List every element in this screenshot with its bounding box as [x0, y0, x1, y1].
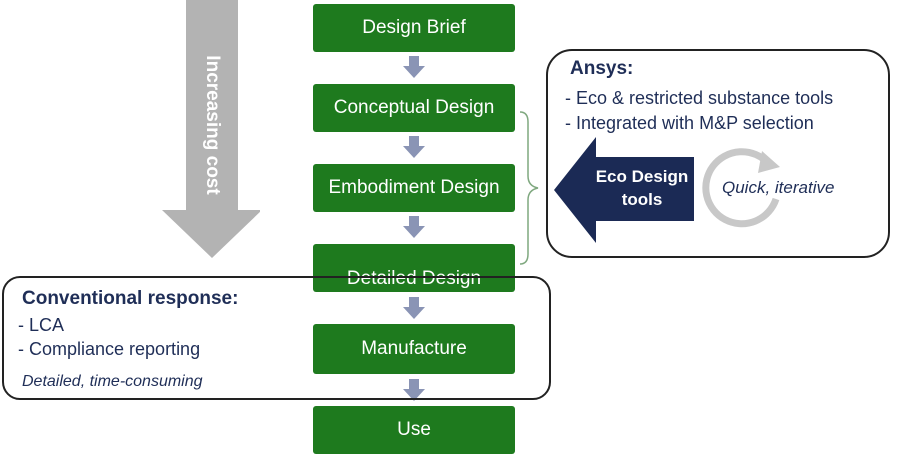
flow-arrow-1 — [403, 56, 425, 78]
eco-design-tools-arrow — [554, 137, 694, 243]
ansys-item-mp-selection: - Integrated with M&P selection — [565, 113, 814, 133]
eco-label-line-1: Eco Design — [595, 167, 689, 186]
flow-arrow-4 — [403, 297, 425, 319]
flow-arrow-2 — [403, 136, 425, 158]
ansys-title: Ansys: — [570, 58, 634, 79]
stage-manufacture: Manufacture — [313, 324, 515, 374]
stage-conceptual-design: Conceptual Design — [313, 84, 515, 132]
ansys-item-eco-tools: - Eco & restricted substance tools — [565, 88, 834, 108]
stage-use: Use — [313, 406, 515, 454]
conventional-item-compliance: - Compliance reporting — [18, 339, 201, 359]
increasing-cost-label: Increasing cost — [202, 55, 223, 195]
stage-range-brace — [519, 111, 539, 265]
quick-iterative-label: Quick, iterative — [722, 178, 835, 197]
iterative-cycle-icon — [702, 148, 780, 228]
ansys-panel — [546, 49, 890, 258]
eco-label-line-2: tools — [621, 190, 663, 209]
stage-embodiment-design: Embodiment Design — [313, 164, 515, 212]
conventional-response-title: Conventional response: — [22, 288, 239, 309]
conventional-response-panel — [2, 276, 551, 400]
stage-detailed-design: Detailed Design — [313, 244, 515, 292]
flow-arrow-3 — [403, 216, 425, 238]
conventional-item-lca: - LCA — [18, 315, 65, 335]
stage-design-brief: Design Brief — [313, 4, 515, 52]
eco-design-tools-label: Eco Design tools — [590, 165, 694, 211]
increasing-cost-arrow — [162, 0, 260, 258]
conventional-note: Detailed, time-consuming — [22, 373, 203, 390]
flow-arrow-5 — [403, 379, 425, 401]
